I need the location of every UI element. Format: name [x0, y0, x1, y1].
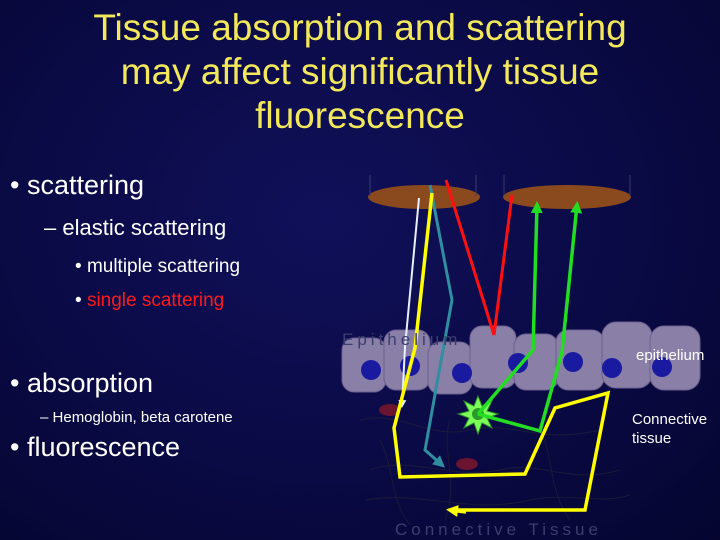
fiber-lens-left — [368, 185, 480, 209]
path-green-1 — [476, 201, 543, 416]
bullet-absorption-text: absorption — [26, 368, 154, 398]
bullet-absorbers: – Hemoglobin, beta carotene — [40, 409, 233, 426]
bullet-single: • single scattering — [75, 290, 225, 311]
blood-vessel — [456, 458, 478, 470]
bullet-fluorescence: • fluorescence — [10, 432, 181, 462]
path-yellow — [392, 192, 611, 512]
bullet-absorption: • absorption — [10, 368, 154, 398]
bullet-absorbers-text: Hemoglobin, beta carotene — [52, 409, 233, 426]
label-connective-line-2: tissue — [632, 430, 672, 447]
bullet-scattering: • scattering — [10, 170, 145, 200]
bullet-multiple: • multiple scattering — [75, 256, 241, 277]
bullet-multiple-text: multiple scattering — [86, 256, 241, 277]
watermark-connective-tissue: Connective Tissue — [395, 520, 602, 539]
bullet-elastic: – elastic scattering — [44, 215, 227, 240]
path-red-out — [492, 194, 514, 336]
bullet-single-text: single scattering — [86, 290, 225, 311]
fiber-lens-right — [503, 185, 631, 209]
cell-nuclei — [361, 352, 672, 383]
title-line-1: Tissue absorption and scattering — [93, 7, 627, 48]
label-epithelium: epithelium — [636, 347, 705, 364]
label-connective-line-1: Connective — [632, 411, 708, 428]
blood-vessel — [379, 404, 401, 416]
bullet-scattering-text: scattering — [26, 170, 145, 200]
bullet-fluorescence-text: fluorescence — [26, 432, 181, 462]
label-connective-tissue: Connective tissue — [632, 410, 707, 448]
path-teal — [423, 184, 454, 468]
path-white — [398, 197, 420, 408]
path-green-2 — [477, 201, 583, 434]
title-line-3: fluorescence — [255, 95, 465, 136]
path-yellow-arrow-segment — [446, 505, 467, 517]
bullet-elastic-text: elastic scattering — [62, 215, 227, 240]
path-red-in — [444, 179, 496, 336]
title-line-2: may affect significantly tissue — [120, 51, 600, 92]
slide-title: Tissue absorption and scattering may aff… — [0, 6, 720, 138]
watermark-epithelium: Epithelium — [342, 330, 462, 349]
connective-tissue-fibers — [359, 417, 631, 526]
